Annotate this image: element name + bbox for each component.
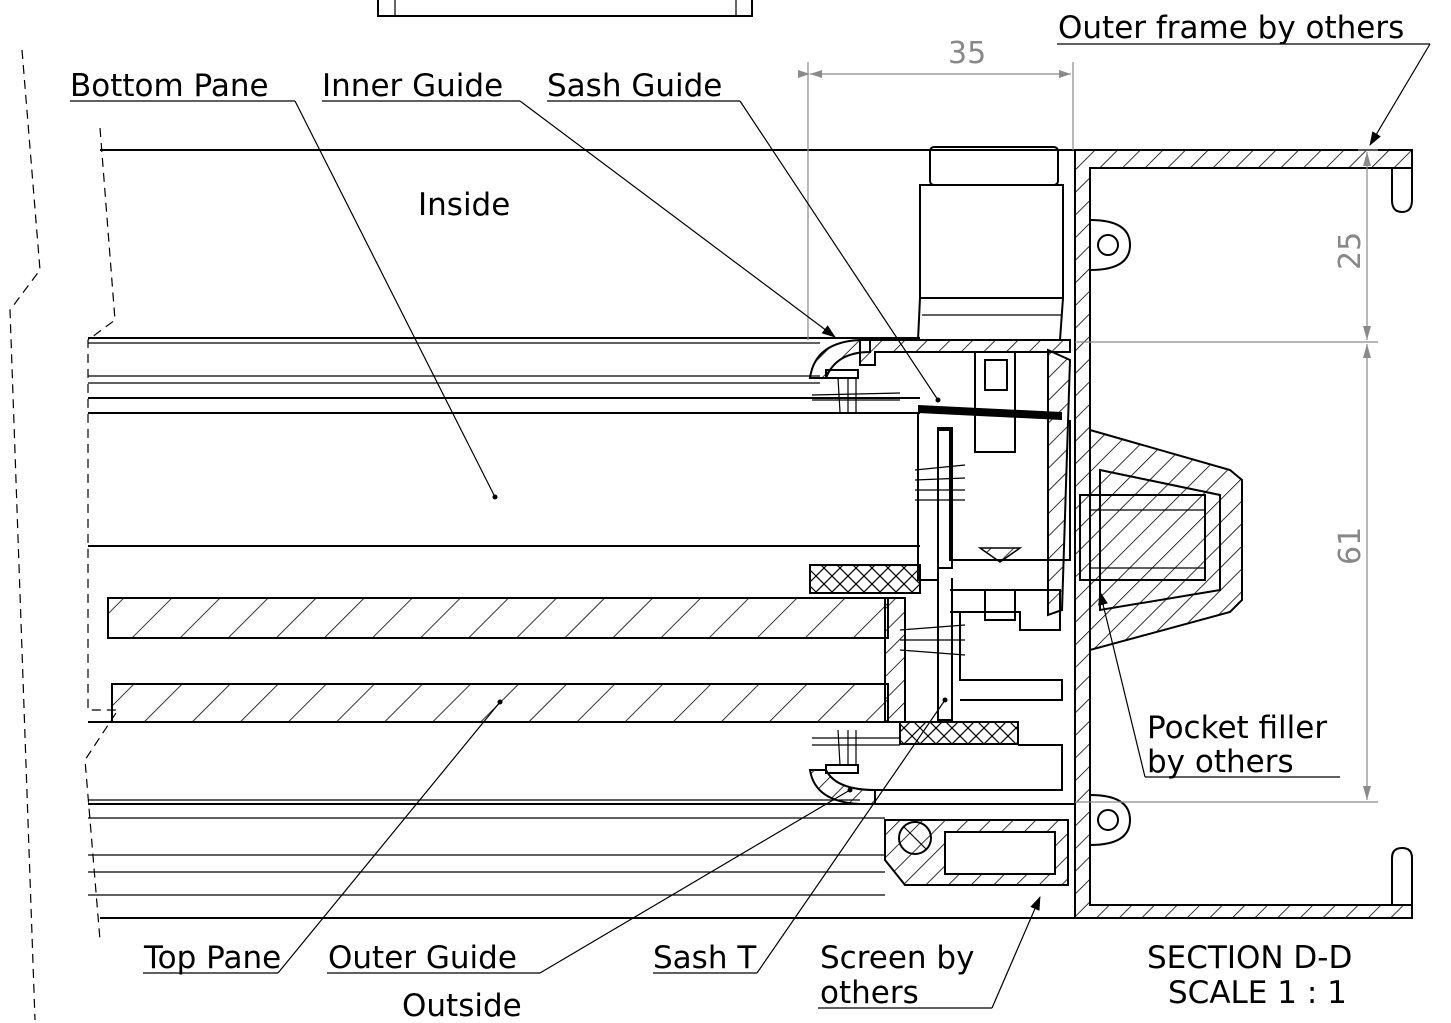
dimension-35: 35 (798, 36, 1074, 340)
label-inside: Inside (418, 187, 510, 223)
label-sash-guide: Sash Guide (547, 68, 722, 104)
label-scale: SCALE 1 : 1 (1168, 975, 1347, 1011)
dimension-25: 25 (1075, 149, 1378, 343)
label-pocket-filler-1: Pocket filler (1147, 710, 1327, 746)
label-outer-guide: Outer Guide (328, 940, 517, 976)
leader-lines (70, 43, 1431, 1009)
top-sash-lines (88, 721, 1075, 919)
roller-block (916, 146, 1065, 341)
break-lines (9, 49, 120, 1021)
dimension-61: 61 (1075, 344, 1378, 803)
label-screen-1: Screen by (820, 940, 974, 976)
dimension-35-label: 35 (948, 36, 986, 71)
label-inner-guide: Inner Guide (322, 68, 503, 104)
label-pocket-filler-2: by others (1147, 744, 1294, 780)
outer-frame (1074, 149, 1413, 919)
label-screen-2: others (820, 975, 919, 1011)
sash-guide-profile (859, 339, 1072, 617)
pocket-filler (1079, 428, 1243, 652)
label-top-pane: Top Pane (143, 940, 281, 976)
label-section: SECTION D-D (1147, 940, 1352, 976)
label-bottom-pane: Bottom Pane (70, 68, 269, 104)
inner-guide (808, 339, 901, 413)
label-outside: Outside (402, 988, 522, 1023)
sash-t-profile (809, 564, 1063, 791)
dimension-61-label: 61 (1333, 527, 1368, 565)
bottom-pane-lines (88, 149, 1075, 547)
label-outer-frame: Outer frame by others (1058, 10, 1404, 46)
screen-profile (884, 819, 1069, 886)
label-sash-t: Sash T (653, 940, 757, 976)
top-box-fragment (377, 0, 753, 17)
dimension-25-label: 25 (1333, 232, 1368, 270)
outer-guide (808, 729, 900, 805)
